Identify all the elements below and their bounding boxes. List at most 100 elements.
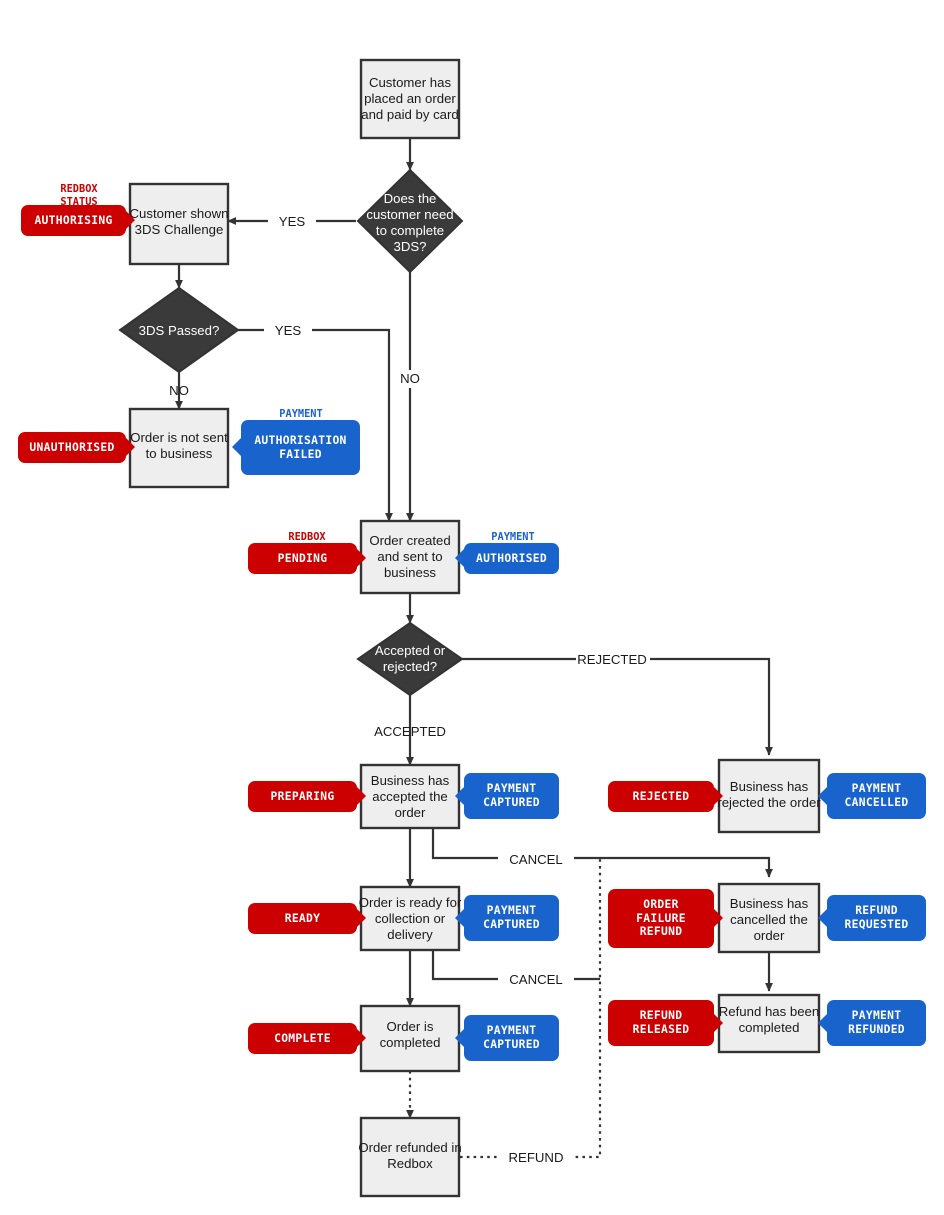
badge-authorising-pointer (126, 211, 135, 229)
node-refund-completed[interactable]: Refund has been completed (717, 993, 821, 1054)
edge-label-yes-3ds-top: YES (279, 214, 306, 229)
node-order-placed-line-0: Customer has (369, 75, 451, 90)
badge-ready: READY (248, 903, 357, 934)
node-3ds-passed[interactable]: 3DS Passed? (118, 286, 240, 374)
node-not-sent-line-0: Order is not sent (130, 430, 228, 445)
node-business-cancelled[interactable]: Business has cancelled the order (717, 882, 821, 954)
badge-refund-released: REFUND RELEASED (608, 1000, 714, 1046)
node-shown-challenge[interactable]: Customer shown 3DS Challenge (128, 182, 230, 266)
edge-label-refund-top: REFUND (509, 1150, 564, 1165)
knockout-yes-3ds (268, 212, 316, 230)
badge-rejected-pointer (714, 787, 723, 805)
badge-pending: PENDING (248, 543, 357, 574)
node-refund-completed-line-1: completed (739, 1020, 800, 1035)
node-order-refunded-line-1: Redbox (387, 1156, 433, 1171)
badge-refund-requested-pointer (818, 909, 827, 927)
node-order-created-line-2: business (384, 565, 436, 580)
node-not-sent-line-1: to business (146, 446, 213, 461)
badge-order-failure-refund: ORDER FAILURE REFUND (608, 889, 714, 948)
badge-order-failure-refund-pointer (714, 909, 723, 927)
node-needs-3ds-line-3: 3DS? (394, 239, 427, 254)
edge-rejected (462, 657, 773, 756)
node-business-accepted-line-0: Business has (371, 773, 450, 788)
edge-cancel-from-accepted (431, 828, 773, 878)
node-business-accepted-line-1: accepted the (372, 789, 448, 804)
badge-rejected: REJECTED (608, 781, 714, 812)
knockout-cancel-accepted (498, 850, 574, 868)
node-business-rejected[interactable]: Business has rejected the order (717, 758, 821, 834)
badge-refund-released-pointer (714, 1014, 723, 1032)
badge-payment-captured-ready: PAYMENT CAPTURED (464, 895, 559, 941)
node-needs-3ds-line-0: Does the (384, 191, 437, 206)
node-business-rejected-line-0: Business has (730, 779, 809, 794)
node-business-rejected-line-1: rejected the order (717, 795, 821, 810)
edge-label-no-passed: NO (169, 383, 189, 398)
node-order-ready-line-2: delivery (387, 927, 433, 942)
node-shown-challenge-line-1: 3DS Challenge (135, 222, 224, 237)
badge-payment-refunded: PAYMENT REFUNDED (827, 1000, 926, 1046)
badge-unauthorised-pointer (126, 438, 135, 456)
node-accepted-or-rejected[interactable]: Accepted or rejected? (356, 621, 464, 697)
node-needs-3ds-line-1: customer need (366, 207, 453, 222)
edge-label-cancel-accepted-top: CANCEL (509, 852, 563, 867)
node-order-created[interactable]: Order created and sent to business (359, 519, 461, 595)
badge-preparing-pointer (357, 787, 366, 805)
badge-preparing: PREPARING (248, 781, 357, 812)
node-order-placed[interactable]: Customer has placed an order and paid by… (359, 58, 461, 140)
badge-payment-captured-ready-pointer (455, 909, 464, 927)
caption-redbox-status-authorising: REDBOX STATUS (60, 182, 98, 208)
node-shown-challenge-line-0: Customer shown (130, 206, 229, 221)
node-order-refunded[interactable]: Order refunded in Redbox (358, 1116, 462, 1198)
badge-unauthorised: UNAUTHORISED (18, 432, 126, 463)
node-order-completed[interactable]: Order is completed (359, 1004, 461, 1073)
node-needs-3ds[interactable]: Does the customer need to complete 3DS? (356, 168, 464, 274)
knockout-cancel-ready (498, 970, 574, 988)
badge-complete-pointer (357, 1029, 366, 1047)
node-3ds-passed-line-0: 3DS Passed? (139, 323, 220, 338)
badge-payment-captured-accepted-pointer (455, 787, 464, 805)
edge-label-rejected-top: REJECTED (577, 652, 647, 667)
node-needs-3ds-line-2: to complete (376, 223, 444, 238)
edge-label-cancel-ready-top: CANCEL (509, 972, 563, 987)
knockout-refund (498, 1148, 574, 1166)
badge-complete: COMPLETE (248, 1023, 357, 1054)
badge-payment-cancelled-pointer (818, 787, 827, 805)
node-accepted-or-rejected-line-0: Accepted or (375, 643, 446, 658)
badge-ready-pointer (357, 909, 366, 927)
badge-authorised: AUTHORISED (464, 543, 559, 574)
node-business-cancelled-line-2: order (754, 928, 785, 943)
node-order-refunded-line-0: Order refunded in (358, 1140, 461, 1155)
node-business-cancelled-line-1: cancelled the (730, 912, 808, 927)
node-order-completed-line-1: completed (380, 1035, 441, 1050)
knockout-no-3ds (394, 370, 426, 388)
node-order-created-line-0: Order created (369, 533, 450, 548)
badge-authorisation-failed-pointer (232, 438, 241, 456)
node-business-cancelled-line-0: Business has (730, 896, 809, 911)
node-order-ready[interactable]: Order is ready for collection or deliver… (359, 885, 462, 952)
edge-label-yes-passed-top: YES (275, 323, 302, 338)
node-order-placed-line-2: and paid by card (361, 107, 459, 122)
badge-payment-captured-accepted: PAYMENT CAPTURED (464, 773, 559, 819)
node-business-accepted[interactable]: Business has accepted the order (359, 763, 461, 830)
badge-payment-captured-complete-pointer (455, 1029, 464, 1047)
node-order-ready-line-1: collection or (375, 911, 446, 926)
edge-label-accepted: ACCEPTED (374, 724, 446, 739)
badge-authorisation-failed: AUTHORISATION FAILED (241, 420, 360, 475)
node-order-completed-line-0: Order is (387, 1019, 434, 1034)
knockout-rejected (576, 650, 650, 668)
badge-refund-requested: REFUND REQUESTED (827, 895, 926, 941)
badge-payment-refunded-pointer (818, 1014, 827, 1032)
node-order-ready-line-0: Order is ready for (359, 895, 462, 910)
badge-payment-captured-complete: PAYMENT CAPTURED (464, 1015, 559, 1061)
node-not-sent[interactable]: Order is not sent to business (128, 407, 230, 489)
edge-label-no-3ds-top: NO (400, 371, 420, 386)
badge-authorised-pointer (455, 549, 464, 567)
badge-pending-pointer (357, 549, 366, 567)
badge-payment-cancelled: PAYMENT CANCELLED (827, 773, 926, 819)
node-refund-completed-line-0: Refund has been (719, 1004, 819, 1019)
badge-authorising: AUTHORISING (21, 205, 126, 236)
node-order-placed-line-1: placed an order (364, 91, 456, 106)
node-business-accepted-line-2: order (395, 805, 426, 820)
